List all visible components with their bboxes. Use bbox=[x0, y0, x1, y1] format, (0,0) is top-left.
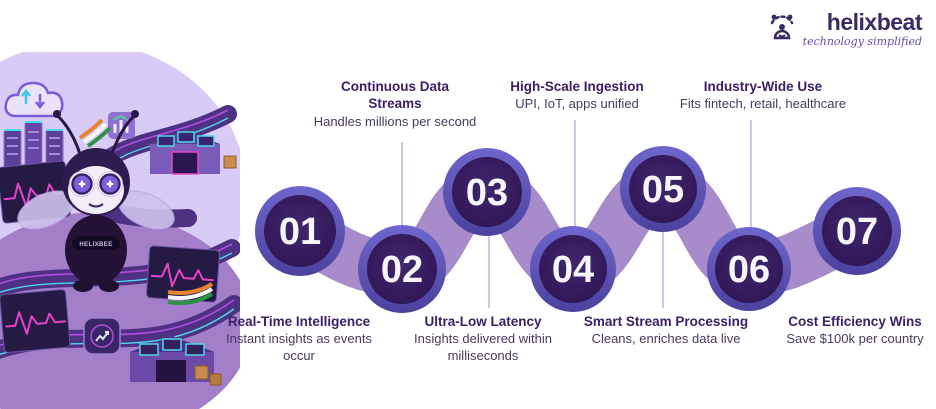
step-7-subtitle: Save $100k per country bbox=[786, 331, 924, 347]
step-node-1: 01 bbox=[255, 186, 345, 276]
bee-chest-band bbox=[72, 236, 120, 250]
step-node-7: 07 bbox=[813, 187, 901, 275]
step-node-3: 03 bbox=[443, 148, 531, 236]
people-circle-icon bbox=[770, 14, 793, 40]
step-5-title: Smart Stream Processing bbox=[583, 314, 749, 329]
step-1-title: Real-Time Intelligence bbox=[227, 314, 371, 329]
step-number: 01 bbox=[279, 211, 321, 253]
step-number: 02 bbox=[381, 249, 423, 291]
mascot-illustration: HELIXBEE bbox=[0, 52, 240, 409]
india-flag-ribbon bbox=[78, 118, 214, 305]
step-2-label: Continuous Data Streams Handles millions… bbox=[313, 78, 477, 130]
step-5-subtitle: Cleans, enriches data live bbox=[591, 331, 741, 347]
bee-eye-left bbox=[69, 171, 95, 197]
step-node-2: 02 bbox=[358, 225, 446, 313]
step-number: 04 bbox=[552, 249, 594, 291]
warehouse-bottom bbox=[130, 336, 222, 386]
step-6-subtitle: Fits fintech, retail, healthcare bbox=[679, 96, 847, 112]
brand-logo: helixbeat technology simplified bbox=[766, 9, 923, 49]
bee-eye-right bbox=[97, 171, 123, 197]
step-6-label: Industry-Wide Use Fits fintech, retail, … bbox=[658, 78, 868, 113]
step-number: 06 bbox=[728, 249, 770, 291]
step-node-6: 06 bbox=[707, 227, 791, 311]
step-node-5: 05 bbox=[620, 146, 706, 232]
step-7-label: Cost Efficiency Wins Save $100k per coun… bbox=[750, 313, 936, 348]
step-3-subtitle: Insights delivered within milliseconds bbox=[413, 331, 553, 363]
step-4-label: High-Scale Ingestion UPI, IoT, apps unif… bbox=[482, 78, 672, 113]
bee-smile bbox=[88, 203, 104, 208]
step-number: 05 bbox=[642, 169, 684, 211]
step-5-label: Smart Stream Processing Cleans, enriches… bbox=[561, 313, 771, 348]
step-4-subtitle: UPI, IoT, apps unified bbox=[515, 96, 639, 112]
step-1-subtitle: Instant insights as events occur bbox=[226, 331, 372, 363]
step-node-4: 04 bbox=[530, 226, 616, 312]
bar-chart-icon bbox=[108, 112, 135, 139]
step-6-title: Industry-Wide Use bbox=[703, 79, 823, 94]
bee-antennae bbox=[53, 110, 139, 155]
step-number: 03 bbox=[466, 172, 508, 214]
bee-chest-label: HELIXBEE bbox=[79, 242, 112, 248]
brand-tagline: technology simplified bbox=[802, 35, 922, 49]
bee-foot-left bbox=[73, 280, 93, 292]
step-3-label: Ultra-Low Latency Insights delivered wit… bbox=[397, 313, 569, 365]
bee-foot-right bbox=[99, 280, 119, 292]
cloud-icon bbox=[4, 81, 64, 118]
bee-mascot: HELIXBEE bbox=[17, 110, 175, 292]
step-2-title: Continuous Data Streams bbox=[341, 79, 449, 112]
step-7-title: Cost Efficiency Wins bbox=[788, 314, 922, 329]
step-3-title: Ultra-Low Latency bbox=[424, 314, 542, 329]
step-number: 07 bbox=[836, 211, 878, 253]
warehouse-top bbox=[150, 130, 237, 175]
growth-badge-icon bbox=[83, 317, 121, 355]
step-4-title: High-Scale Ingestion bbox=[510, 79, 644, 94]
ekg-panel-lower-left bbox=[0, 289, 71, 353]
step-1-label: Real-Time Intelligence Instant insights … bbox=[224, 313, 374, 365]
brand-name: helixbeat bbox=[826, 9, 923, 35]
step-2-subtitle: Handles millions per second bbox=[313, 113, 477, 129]
